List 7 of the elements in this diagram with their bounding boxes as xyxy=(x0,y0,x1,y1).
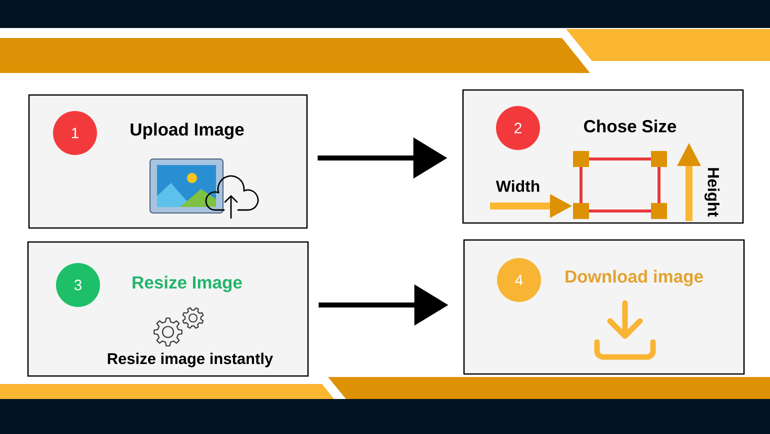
dimension-label: Height xyxy=(704,168,720,217)
step-title: Download image xyxy=(566,270,703,286)
step-title: Chose Size xyxy=(584,120,676,132)
step-description: Resize image instantly xyxy=(108,352,274,368)
step-title: Resize Image xyxy=(132,276,242,292)
step-title: Upload Image xyxy=(130,122,244,140)
dimension-label: Width xyxy=(496,180,540,192)
